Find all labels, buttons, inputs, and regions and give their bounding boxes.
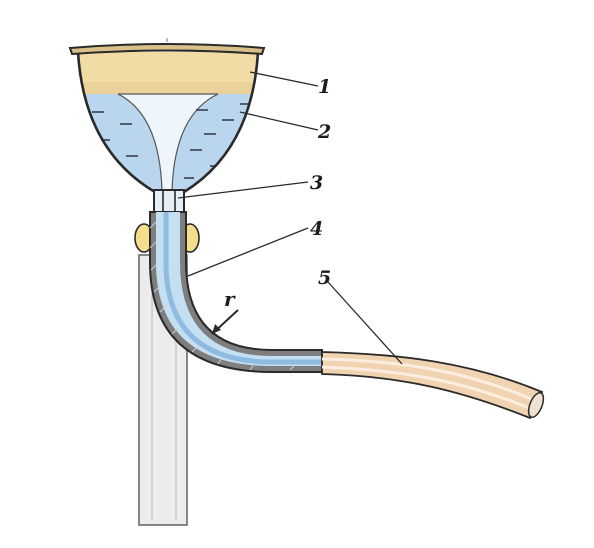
nozzle [153,189,185,213]
fiber-end-cap [527,391,545,419]
callout-label-3: 3 [310,172,323,194]
funnel-outline [68,43,266,194]
radius-indicator: r [211,287,239,335]
callout-label-2: 2 [317,121,331,143]
fiber-in-tube [163,212,322,365]
callout-label-1: 1 [318,76,331,98]
leader-5 [327,281,403,365]
drawing-cone [117,93,219,192]
callout-label-5: 5 [318,267,331,289]
leader-1 [249,71,319,87]
leader-3 [177,181,309,199]
funnel-rim [68,43,266,56]
tube-channel [156,212,322,366]
leader-2 [239,111,319,131]
radius-label: r [224,287,236,311]
tube-wall-hatching [149,221,295,371]
fiber-bundle [321,351,545,420]
callout-leaders [177,71,403,365]
leader-4 [187,227,309,277]
callout-label-4: 4 [310,218,323,240]
